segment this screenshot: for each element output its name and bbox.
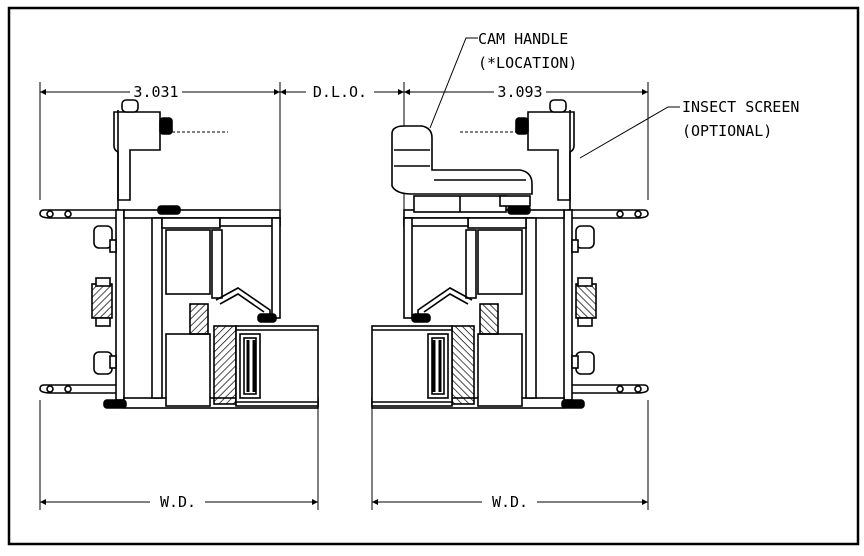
left-wd-dimension: W.D.	[160, 493, 196, 511]
dlo-dimension: D.L.O.	[313, 83, 367, 101]
right-width-dimension: 3.093	[497, 83, 542, 101]
insect-screen-label: INSECT SCREEN	[682, 98, 799, 116]
insect-screen-optional-label: (OPTIONAL)	[682, 122, 772, 140]
left-frame-section	[39, 99, 319, 409]
cam-handle	[391, 125, 533, 213]
cam-handle-leader	[429, 37, 478, 129]
cam-handle-label: CAM HANDLE	[478, 30, 568, 48]
insect-screen-leader	[579, 106, 680, 159]
drawing-border	[7, 6, 860, 546]
left-width-dimension: 3.031	[133, 83, 178, 101]
right-wd-dimension: W.D.	[492, 493, 528, 511]
right-frame-section	[371, 99, 649, 409]
cam-handle-location-label: (*LOCATION)	[478, 54, 577, 72]
bottom-dimension-lines	[39, 400, 649, 510]
